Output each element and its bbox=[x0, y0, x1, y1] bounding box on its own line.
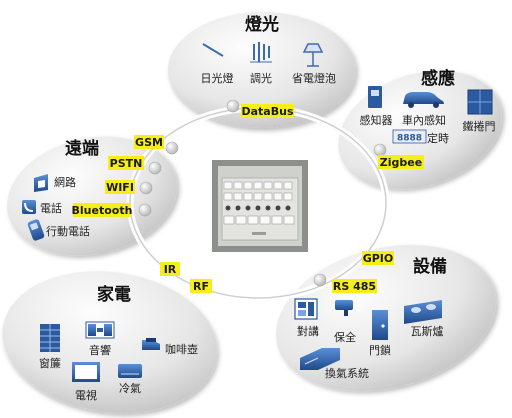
television-icon bbox=[72, 362, 100, 382]
appliances-title: 家電 bbox=[97, 284, 131, 305]
lighting-item-label: 調光 bbox=[250, 71, 272, 85]
intercom-icon bbox=[294, 298, 318, 320]
timer-display-icon: 8888 bbox=[392, 129, 427, 144]
control-panel-photo bbox=[212, 160, 308, 252]
lighting-blob bbox=[168, 12, 356, 128]
tag-bluetooth: Bluetooth bbox=[72, 204, 133, 217]
sensing-title: 感應 bbox=[421, 68, 455, 89]
sensor-icon bbox=[368, 86, 382, 108]
appliances-blob bbox=[2, 271, 218, 413]
remote-item-label: 網路 bbox=[54, 175, 76, 189]
sensing-item-label: 感知器 bbox=[360, 113, 393, 127]
tag-rf: RF bbox=[193, 280, 209, 293]
phone-icon bbox=[22, 200, 36, 214]
appliances-item-label: 音響 bbox=[89, 343, 111, 357]
equipment-item-label: 對講 bbox=[297, 324, 319, 338]
ring-node bbox=[148, 161, 162, 175]
tag-gpio: GPIO bbox=[363, 252, 394, 265]
sensing-item-label: 鐵捲門 bbox=[463, 119, 496, 133]
door-lock-icon bbox=[372, 310, 388, 340]
ring-node bbox=[373, 143, 387, 157]
remote-item-label: 行動電話 bbox=[46, 224, 90, 238]
security-camera-icon bbox=[335, 300, 353, 316]
tag-ir: IR bbox=[164, 263, 177, 276]
mobile-phone-icon bbox=[27, 219, 45, 241]
ring-node bbox=[138, 203, 152, 217]
ring-node bbox=[313, 273, 327, 287]
dimmer-icon bbox=[250, 42, 272, 63]
ventilation-icon bbox=[300, 348, 340, 370]
floor-lamp-icon bbox=[302, 43, 324, 67]
ring-node bbox=[139, 181, 153, 195]
protocol-tags: DataBus Zigbee GSM PSTN WIFI Bluetooth G… bbox=[72, 104, 424, 293]
lighting-item-label: 省電燈泡 bbox=[292, 71, 336, 85]
rolling-door-icon bbox=[467, 89, 493, 115]
air-conditioner-icon bbox=[118, 364, 142, 378]
equipment-item-label: 保全 bbox=[334, 330, 356, 344]
equipment-item-label: 門鎖 bbox=[369, 343, 391, 357]
curtain-icon bbox=[40, 324, 60, 352]
ring-node bbox=[165, 141, 179, 155]
lighting-title: 燈光 bbox=[245, 14, 279, 35]
tag-databus: DataBus bbox=[242, 105, 294, 118]
sensing-item-label: 定時 bbox=[427, 131, 449, 145]
timer-display-value: 8888 bbox=[397, 134, 422, 144]
coffee-maker-icon bbox=[142, 338, 160, 350]
tag-pstn: PSTN bbox=[110, 157, 143, 170]
equipment-title: 設備 bbox=[413, 256, 447, 277]
network-icon bbox=[34, 174, 48, 192]
stereo-icon bbox=[85, 321, 115, 339]
appliances-item-label: 咖啡壺 bbox=[165, 342, 198, 356]
tag-wifi: WIFI bbox=[106, 181, 134, 194]
tag-gsm: GSM bbox=[135, 136, 163, 149]
sensing-item-label: 車內感知 bbox=[402, 113, 446, 127]
equipment-item-label: 瓦斯爐 bbox=[411, 324, 444, 338]
remote-item-label: 電話 bbox=[40, 201, 62, 215]
appliances-item-label: 冷氣 bbox=[119, 381, 141, 395]
lighting-item-label: 日光燈 bbox=[201, 71, 234, 85]
car-icon bbox=[403, 92, 444, 108]
appliances-item-label: 電視 bbox=[75, 388, 97, 402]
gas-stove-icon bbox=[404, 300, 442, 324]
tag-zigbee: Zigbee bbox=[380, 156, 422, 169]
ring-node bbox=[226, 99, 240, 113]
remote-title: 遠端 bbox=[65, 138, 99, 159]
appliances-item-label: 窗簾 bbox=[39, 356, 61, 370]
fluorescent-lamp-icon bbox=[202, 43, 224, 57]
tag-rs485: RS 485 bbox=[333, 280, 376, 293]
equipment-item-label: 換氣系統 bbox=[325, 366, 369, 380]
